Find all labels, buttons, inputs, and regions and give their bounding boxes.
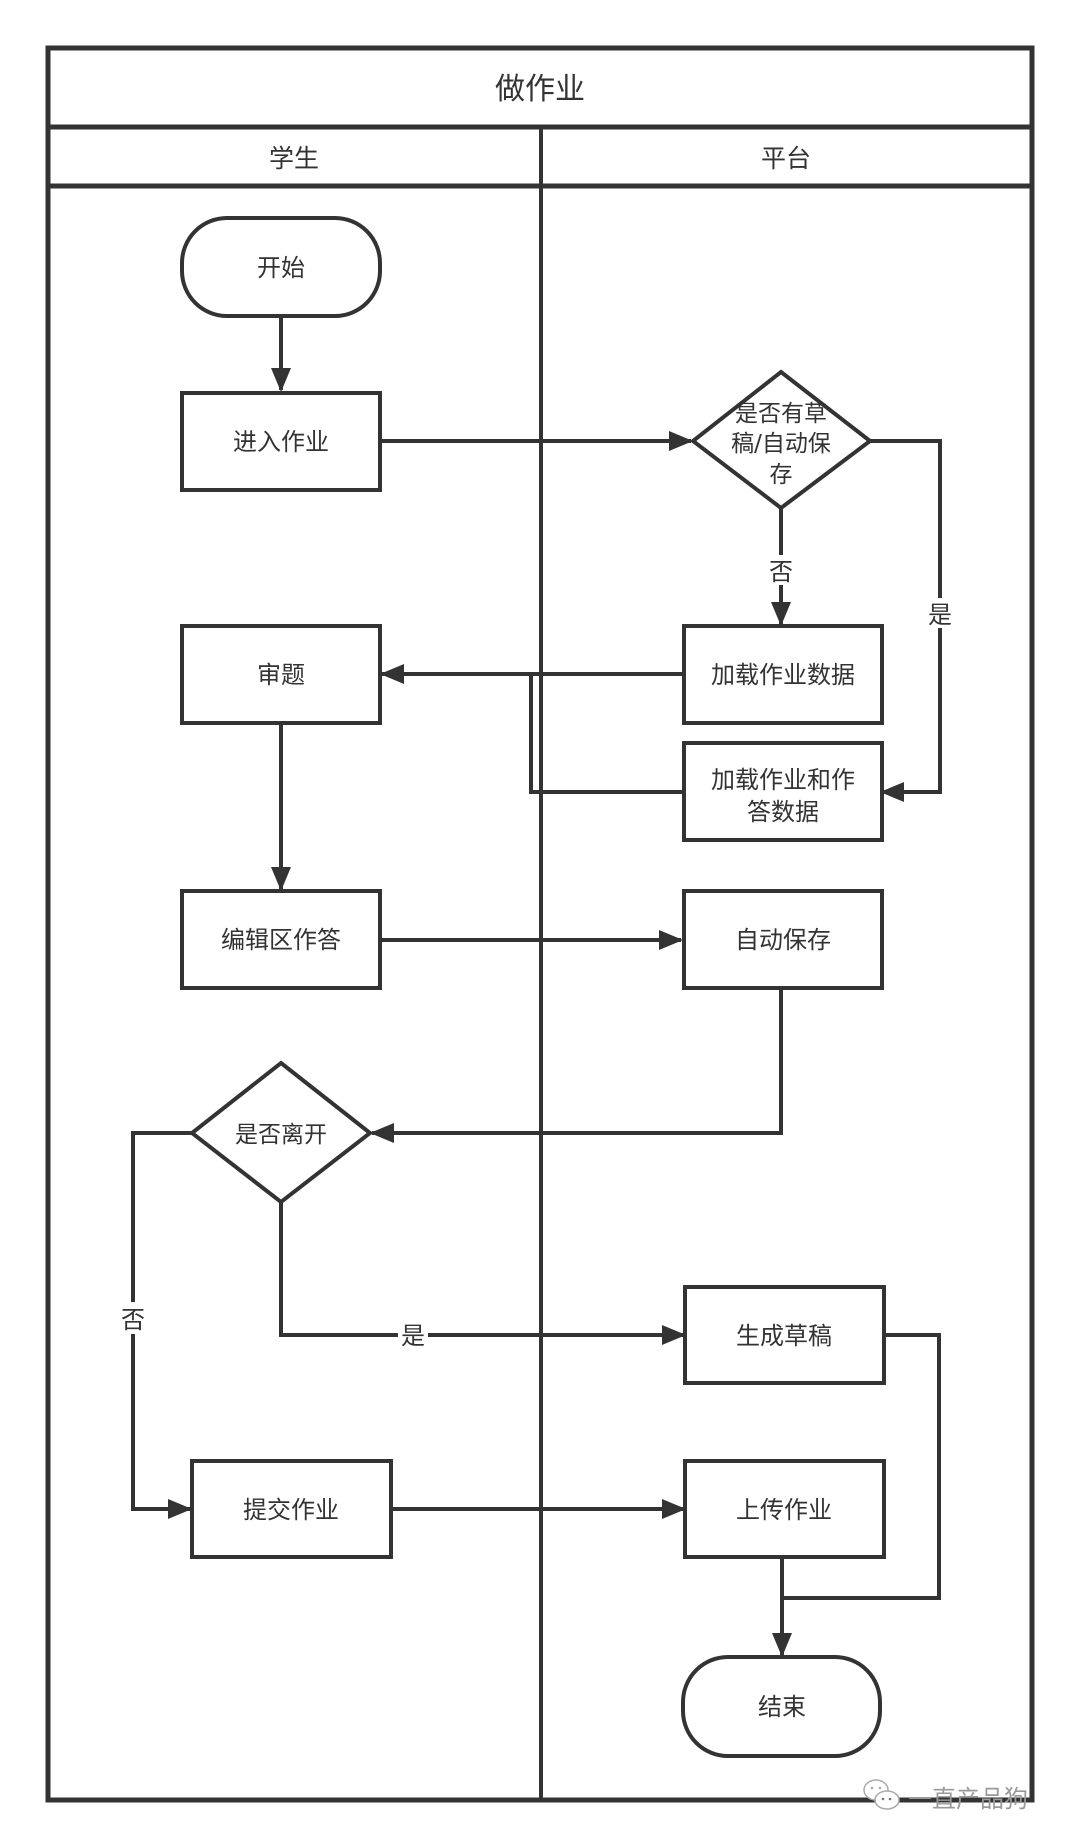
node-has-draft-line-3: 存	[770, 462, 793, 488]
node-load-homework-label: 加载作业数据	[711, 661, 855, 689]
node-edit-answer-label: 编辑区作答	[221, 926, 341, 954]
wechat-icon	[862, 1778, 902, 1814]
node-upload[interactable]: 上传作业	[683, 1459, 886, 1559]
node-load-homework-answers[interactable]: 加载作业和作 答数据	[682, 741, 884, 842]
edge-gendraft-end	[782, 1333, 941, 1600]
node-has-draft[interactable]: 是否有草 稿/自动保 存	[689, 369, 874, 511]
watermark: 一直产品狗	[862, 1778, 1028, 1814]
edge-label-draft-no: 否	[769, 558, 793, 586]
node-review[interactable]: 审题	[180, 624, 382, 725]
watermark-text: 一直产品狗	[908, 1784, 1028, 1813]
node-load-homework-answers-line-1: 加载作业和作	[711, 766, 855, 794]
node-upload-label: 上传作业	[736, 1496, 832, 1524]
node-review-label: 审题	[257, 661, 305, 689]
node-submit-label: 提交作业	[243, 1496, 339, 1524]
pool: 做作业 学生 平台	[45, 45, 1035, 1803]
node-leave-label: 是否离开	[235, 1122, 327, 1148]
edge-labels: 否 是 是 否	[118, 555, 955, 1350]
node-edit-answer[interactable]: 编辑区作答	[180, 889, 382, 990]
nodes: 开始 进入作业 是否有草 稿/自动保 存 加载作业数据 加载作业和作 答数据 审…	[180, 216, 886, 1758]
node-has-draft-line-1: 是否有草	[735, 401, 827, 427]
edge-label-leave-yes: 是	[401, 1322, 425, 1350]
node-start-label: 开始	[257, 254, 305, 282]
edge-label-draft-yes: 是	[928, 601, 952, 629]
node-enter[interactable]: 进入作业	[180, 391, 382, 492]
lane-header-student: 学生	[269, 144, 319, 173]
edge-label-leave-no: 否	[121, 1306, 145, 1334]
edge-loadhwans-review	[529, 674, 683, 794]
node-load-homework-answers-line-2: 答数据	[747, 798, 819, 826]
node-enter-label: 进入作业	[233, 428, 329, 456]
lane-header-platform: 平台	[761, 144, 811, 173]
node-generate-draft[interactable]: 生成草稿	[683, 1285, 886, 1385]
edge-autosave-leave	[370, 989, 783, 1143]
node-end-label: 结束	[758, 1693, 806, 1721]
node-generate-draft-label: 生成草稿	[736, 1322, 832, 1350]
node-end[interactable]: 结束	[681, 1655, 882, 1758]
pool-title: 做作业	[495, 72, 585, 107]
node-has-draft-line-2: 稿/自动保	[731, 431, 831, 457]
node-start[interactable]: 开始	[180, 216, 382, 318]
edge-leave-gendraft	[279, 1202, 686, 1345]
edges	[131, 317, 942, 1657]
node-leave[interactable]: 是否离开	[188, 1060, 374, 1205]
node-autosave[interactable]: 自动保存	[682, 889, 884, 990]
node-submit[interactable]: 提交作业	[190, 1459, 393, 1559]
node-load-homework[interactable]: 加载作业数据	[682, 624, 884, 725]
node-autosave-label: 自动保存	[735, 926, 831, 954]
